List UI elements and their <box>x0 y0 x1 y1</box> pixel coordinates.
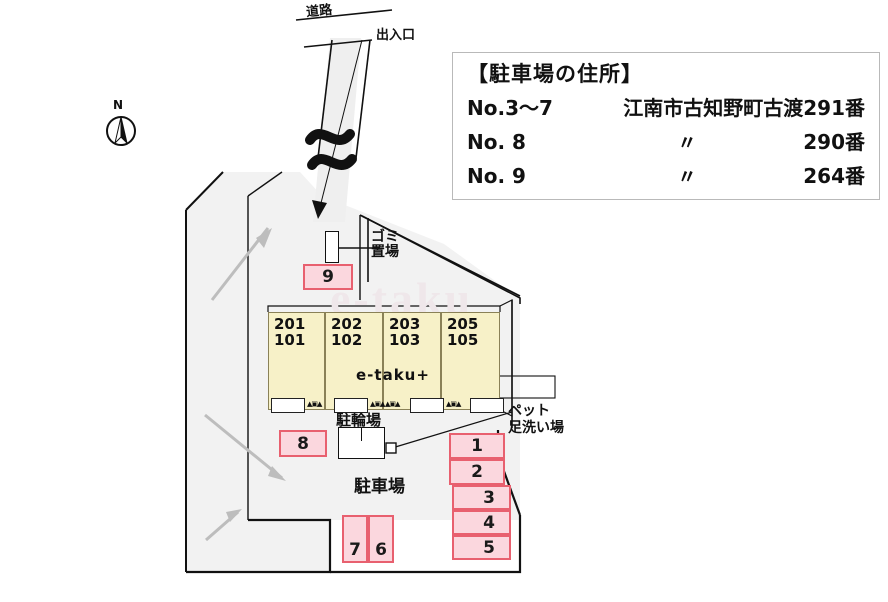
compass-rose <box>106 116 136 146</box>
unit-upper-label: 201 <box>274 315 306 333</box>
stair-marker-icon: ▲▣▲ <box>385 400 400 408</box>
building-east-eave <box>499 299 513 417</box>
circulation-arrows <box>204 227 286 542</box>
parking-stall-label: 2 <box>471 462 483 482</box>
break-symbol-bottom <box>307 154 357 170</box>
road-line-lower <box>303 39 373 48</box>
parking-stall-6[interactable]: 6 <box>368 515 394 563</box>
stair-marker-icon: ▲▣▲ <box>307 400 322 408</box>
unit-203-103[interactable]: 203 103 <box>383 312 441 410</box>
unit-upper-label: 203 <box>389 315 421 333</box>
building-block: 201 101 202 102 203 103 205 105 <box>268 312 500 410</box>
address-row-no: No.3～7 <box>467 96 553 121</box>
parking-stall-label: 4 <box>483 512 495 533</box>
parking-stall-5[interactable]: 5 <box>452 535 511 560</box>
parking-stall-3[interactable]: 3 <box>452 485 511 510</box>
balcony-box <box>470 398 504 413</box>
parking-stall-label: 5 <box>483 537 495 558</box>
break-symbol-top <box>305 129 355 145</box>
stair-marker-icon: ▲▣▲ <box>446 400 461 408</box>
pet-wash-label: ペット 足洗い場 <box>508 403 564 436</box>
balcony-box <box>334 398 368 413</box>
address-info-box: 【駐車場の住所】 No.3～7 江南市古知野町古渡291番 No. 8 〃 29… <box>452 52 880 200</box>
address-row-ditto: 〃 <box>677 166 697 189</box>
site-area-lower <box>186 410 520 572</box>
parking-stall-7[interactable]: 7 <box>342 515 368 563</box>
parking-stall-label: 9 <box>322 267 334 287</box>
parking-stall-label: 3 <box>483 487 495 508</box>
parking-stall-8[interactable]: 8 <box>279 430 327 457</box>
car-parking-label: 駐車場 <box>354 477 405 497</box>
stair-marker-icon: ▲▣▲ <box>370 400 385 408</box>
building-brand-label: e-taku+ <box>356 366 430 384</box>
address-row-no: No. 9 <box>467 164 526 189</box>
address-row: No. 8 〃 290番 <box>467 126 865 155</box>
address-row-ditto: 〃 <box>677 132 697 155</box>
unit-202-102[interactable]: 202 102 <box>325 312 383 410</box>
parking-stall-1[interactable]: 1 <box>449 433 505 459</box>
boundary-south-right <box>330 515 522 574</box>
parking-stall-label: 1 <box>471 436 483 456</box>
boundary-northeast-corner <box>361 215 521 304</box>
parking-stall-label: 6 <box>375 540 387 560</box>
road-label: 道路 <box>305 2 333 21</box>
address-row-value: 264番 <box>803 164 865 189</box>
boundary-west-outer <box>185 171 224 211</box>
pet-wash-leader <box>391 411 513 449</box>
trash-enclosure-box <box>325 231 339 263</box>
parking-stall-2[interactable]: 2 <box>449 459 505 485</box>
driveway-strip <box>313 38 361 222</box>
entry-arrow-head <box>312 200 327 219</box>
bicycle-parking-label: 駐輪場 <box>336 411 382 429</box>
pet-wash-fixture <box>385 442 397 454</box>
boundary-south <box>186 518 332 574</box>
unit-lower-label: 105 <box>447 331 479 349</box>
balcony-box <box>271 398 305 413</box>
parking-stall-label: 8 <box>297 433 309 454</box>
road-line-upper <box>295 9 393 21</box>
unit-lower-label: 102 <box>331 331 363 349</box>
parking-stall-4[interactable]: 4 <box>452 510 511 535</box>
address-row: No.3～7 江南市古知野町古渡291番 <box>467 92 865 121</box>
unit-205-105[interactable]: 205 105 <box>441 312 500 410</box>
trash-area-label: ゴミ 置場 <box>371 229 399 260</box>
address-row: No. 9 〃 264番 <box>467 160 865 189</box>
entrance-label: 出入口 <box>376 28 416 43</box>
unit-201-101[interactable]: 201 101 <box>268 312 325 410</box>
entry-arrow <box>317 39 363 216</box>
building-roof-outline <box>267 305 501 312</box>
balcony-box <box>410 398 444 413</box>
bicycle-parking-divider <box>361 427 362 441</box>
parking-stall-9[interactable]: 9 <box>303 264 353 290</box>
unit-lower-label: 103 <box>389 331 421 349</box>
compass-north-label: N <box>113 98 124 112</box>
driveway-wall-right <box>355 39 371 159</box>
boundary-west-inner-diag <box>247 171 283 197</box>
unit-upper-label: 205 <box>447 315 479 333</box>
unit-lower-label: 101 <box>274 331 306 349</box>
parking-stall-label: 7 <box>349 540 361 560</box>
address-row-value: 290番 <box>803 130 865 155</box>
address-row-no: No. 8 <box>467 130 526 155</box>
address-row-value: 江南市古知野町古渡291番 <box>623 96 865 121</box>
unit-upper-label: 202 <box>331 315 363 333</box>
address-box-title: 【駐車場の住所】 <box>467 62 643 86</box>
